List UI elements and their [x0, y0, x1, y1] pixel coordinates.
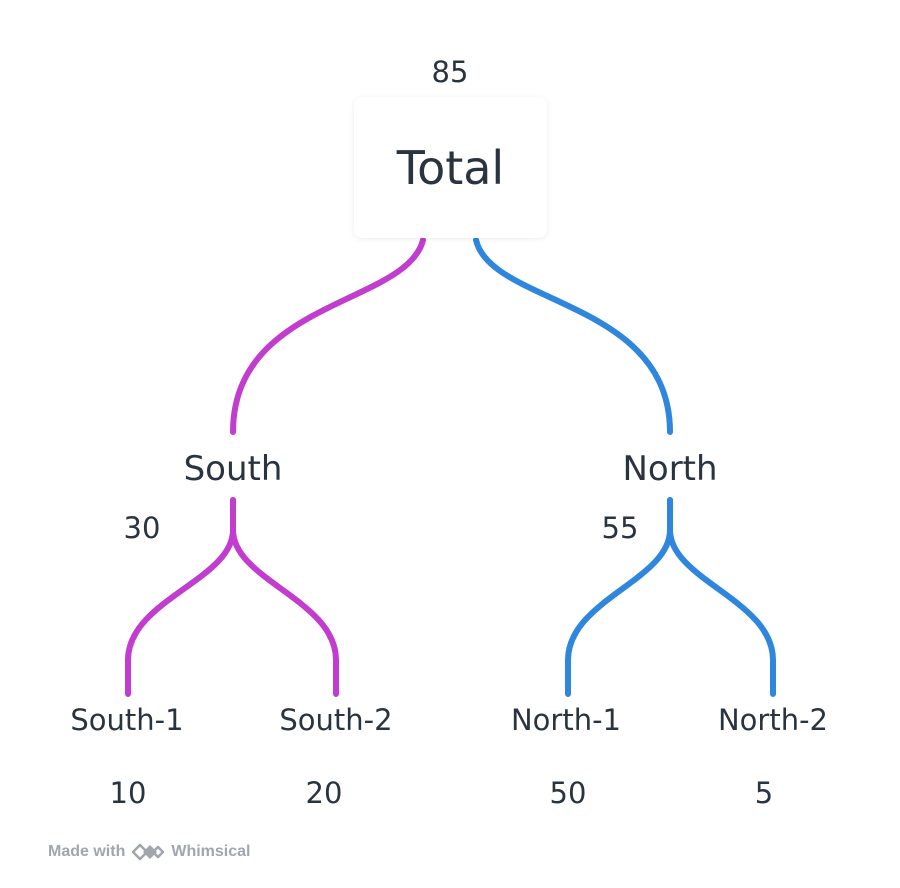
south-node-label[interactable]: South	[183, 449, 283, 489]
north-node-label[interactable]: North	[622, 449, 718, 489]
south-2-node-label[interactable]: South-2	[279, 703, 393, 737]
north-value: 55	[601, 511, 639, 545]
whimsical-brand-text: Whimsical	[171, 843, 251, 860]
north-1-value: 50	[549, 776, 587, 810]
connector-south-south2	[230, 497, 339, 697]
south-1-value: 10	[109, 776, 147, 810]
connector-north-north1	[565, 497, 673, 697]
total-node[interactable]: Total	[354, 97, 547, 238]
total-node-label: Total	[396, 140, 505, 195]
north-2-node-label[interactable]: North-2	[717, 703, 829, 737]
made-with-text: Made with	[48, 843, 126, 860]
north-1-node-label[interactable]: North-1	[510, 703, 622, 737]
whimsical-logo-icon	[131, 842, 165, 862]
south-1-node-label[interactable]: South-1	[70, 703, 184, 737]
connector-north-north2	[667, 497, 776, 697]
north-2-value: 5	[754, 776, 774, 810]
connector-south-south1	[125, 497, 236, 697]
connector-total-south	[230, 237, 426, 435]
made-with-whimsical-footer[interactable]: Made with Whimsical	[48, 842, 250, 862]
total-value: 85	[431, 55, 469, 89]
connector-total-north	[473, 237, 673, 435]
south-2-value: 20	[305, 776, 343, 810]
south-value: 30	[123, 511, 161, 545]
